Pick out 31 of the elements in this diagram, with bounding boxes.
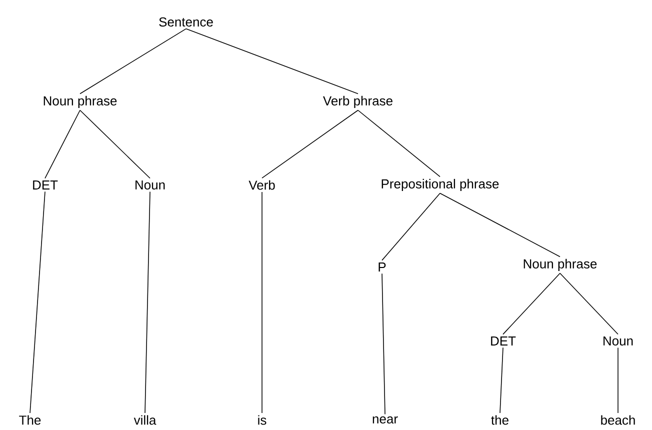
branch-line bbox=[440, 192, 560, 258]
tree-label: Noun bbox=[604, 336, 633, 346]
tree-label: DET bbox=[33, 180, 58, 190]
tree-label: Sentence bbox=[159, 17, 213, 27]
tree-label: Noun bbox=[136, 180, 165, 190]
tree-label: Verb bbox=[248, 180, 275, 190]
branch-line bbox=[560, 272, 618, 335]
tree-label: DET bbox=[491, 336, 516, 346]
tree-label: beach bbox=[601, 415, 635, 425]
branch-line bbox=[262, 110, 358, 178]
tree-label: is bbox=[258, 415, 266, 425]
branch-line bbox=[502, 272, 560, 335]
branch-line bbox=[44, 110, 80, 179]
branch-line bbox=[382, 273, 386, 415]
branch-line bbox=[500, 347, 504, 414]
tree-label: The bbox=[19, 415, 41, 425]
branch-line bbox=[80, 110, 150, 179]
tree-label: villa bbox=[134, 415, 156, 425]
branch-line bbox=[358, 110, 440, 178]
branch-line bbox=[186, 28, 358, 94]
tree-label: P bbox=[378, 262, 386, 272]
tree-label: Noun phrase bbox=[524, 258, 597, 272]
branch-line bbox=[144, 191, 150, 414]
tree-label: the bbox=[491, 415, 508, 425]
branch-line bbox=[80, 28, 186, 94]
branch-line bbox=[30, 191, 46, 414]
branch-line bbox=[382, 192, 440, 261]
tree-label: near bbox=[372, 416, 398, 424]
tree-label: Noun phrase bbox=[44, 96, 117, 108]
tree-label: Prepositional phrase bbox=[382, 178, 499, 192]
tree-label: Verb phrase bbox=[323, 96, 392, 108]
